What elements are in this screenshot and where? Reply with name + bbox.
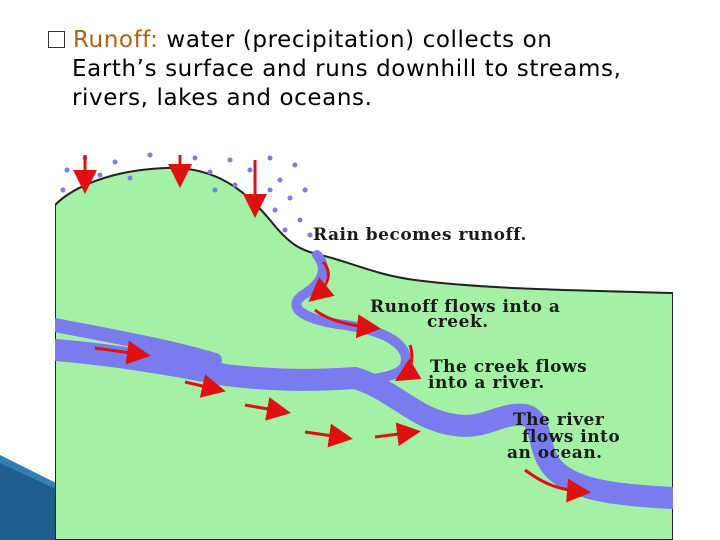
- definition-line-3: rivers, lakes and oceans.: [48, 84, 688, 113]
- bullet-icon: [48, 31, 65, 48]
- definition-line-1: water (precipitation) collects on: [159, 27, 553, 53]
- runoff-diagram: Rain becomes runoff. Runoff flows into a…: [55, 150, 673, 540]
- label-river-ocean-3: an ocean.: [507, 443, 603, 463]
- label-creek-river-2: into a river.: [428, 373, 545, 393]
- runoff-term: Runoff:: [73, 27, 159, 53]
- bullet-text: Runoff: water (precipitation) collects o…: [48, 26, 688, 113]
- slide-corner-decoration: [0, 455, 60, 540]
- label-runoff-creek-2: creek.: [427, 312, 489, 332]
- definition-line-2: Earth’s surface and runs downhill to str…: [48, 55, 688, 84]
- label-rain-runoff: Rain becomes runoff.: [313, 225, 527, 245]
